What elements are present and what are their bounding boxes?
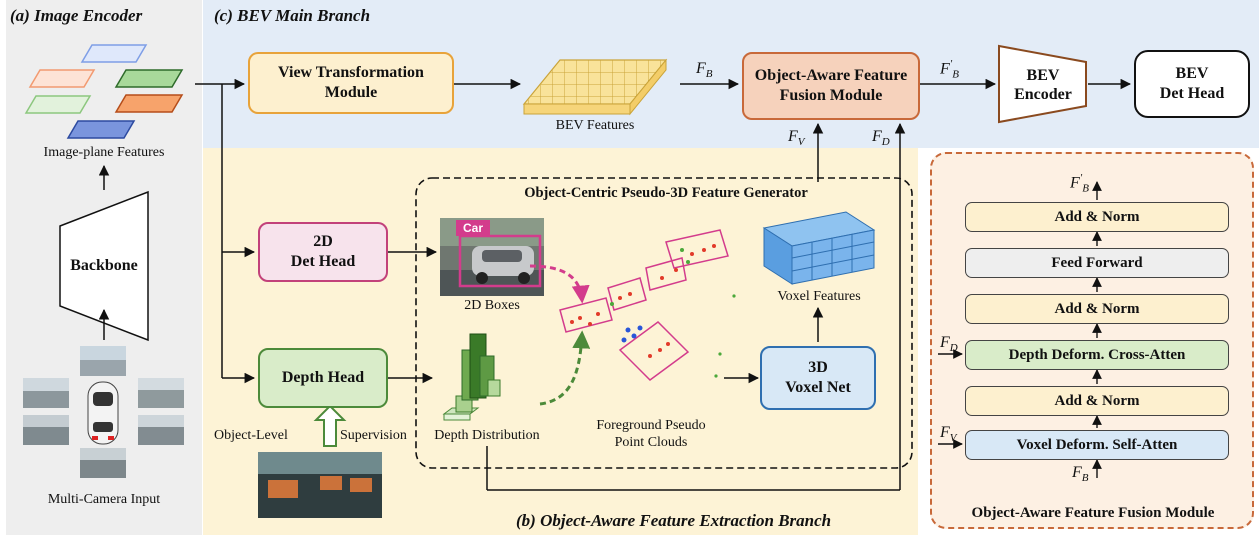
supervision-right-label: Supervision	[340, 428, 407, 443]
supervision-image	[258, 452, 382, 518]
encoder-title: (a) Image Encoder	[10, 6, 143, 25]
bev-det-head: BEV Det Head	[1134, 50, 1250, 118]
boxes-label: 2D Boxes	[464, 298, 520, 313]
det2d-head: 2D Det Head	[258, 222, 388, 282]
add-norm-3: Add & Norm	[965, 202, 1229, 232]
voxel-features-label: Voxel Features	[777, 289, 861, 304]
fusion-in-fd-label: FD	[940, 334, 958, 355]
fb-label: FB	[696, 60, 713, 81]
add-norm-1: Add & Norm	[965, 386, 1229, 416]
fusion-out-label: F′B	[1070, 172, 1089, 195]
depth-head: Depth Head	[258, 348, 388, 408]
supervision-left-label: Object-Level	[214, 428, 288, 443]
fusion-in-fb-label: FB	[1072, 464, 1089, 485]
bev-feature-grid	[522, 58, 668, 116]
fusion-module-title: Object-Aware Feature Fusion Module	[971, 505, 1215, 521]
depth-distribution-label: Depth Distribution	[434, 428, 540, 443]
bev-features-label: BEV Features	[555, 118, 635, 133]
feed-forward: Feed Forward	[965, 248, 1229, 278]
image-features-label: Image-plane Features	[43, 145, 165, 160]
backbone-label: Backbone	[70, 257, 138, 274]
fv-label: FV	[788, 128, 805, 149]
fusion-in-fv-label: FV	[940, 424, 957, 445]
voxel-features	[762, 211, 876, 285]
depth-cross-atten: Depth Deform. Cross-Atten	[965, 340, 1229, 370]
bev-encoder-shape	[998, 44, 1087, 124]
pseudo-label-line-1: Foreground Pseudo	[596, 418, 706, 433]
pseudo-label-line-2: Point Clouds	[614, 435, 688, 450]
image-plane-features	[24, 44, 184, 139]
voxel-self-atten: Voxel Deform. Self-Atten	[965, 430, 1229, 460]
fb-prime-label: F′B	[940, 58, 959, 81]
bev-encoder-label: BEV Encoder	[1014, 67, 1072, 104]
add-norm-2: Add & Norm	[965, 294, 1229, 324]
generator-box	[415, 177, 913, 469]
camera-label: Multi-Camera Input	[47, 492, 161, 507]
camera-images	[23, 346, 184, 478]
detection-image	[440, 218, 544, 296]
view-transformation-module: View Transformation Module	[248, 52, 454, 114]
generator-title: Object-Centric Pseudo-3D Feature Generat…	[524, 185, 808, 201]
pseudo-point-clouds	[559, 229, 736, 381]
supervision-arrow	[313, 404, 347, 447]
car-tag: Car	[462, 221, 483, 235]
voxel-net: 3D Voxel Net	[760, 346, 876, 410]
fd-label: FD	[872, 128, 890, 149]
main-branch-title: (c) BEV Main Branch	[214, 6, 371, 25]
extract-branch-title: (b) Object-Aware Feature Extraction Bran…	[516, 511, 832, 530]
fusion-module-box: Object-Aware Feature Fusion Module	[742, 52, 920, 120]
depth-histogram	[442, 333, 501, 421]
backbone-shape	[59, 190, 149, 342]
